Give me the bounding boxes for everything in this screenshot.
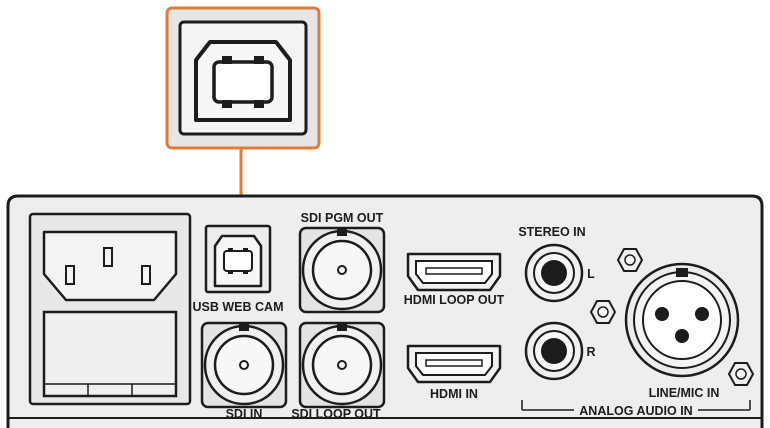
label-sdi-pgm-out: SDI PGM OUT (301, 211, 384, 225)
usb-b-tongue-enlarged (212, 60, 274, 104)
rca-jack-left (524, 243, 584, 303)
label-hdmi-in: HDMI IN (430, 387, 478, 401)
hex-screw-icon (589, 300, 617, 324)
bnc-sdi-in (200, 321, 288, 409)
iec-pin-left (65, 265, 75, 285)
screw-standoffs (589, 248, 755, 386)
label-line-mic-in: LINE/MIC IN (649, 386, 720, 400)
rca-jack-right (524, 321, 584, 381)
xlr-line-mic-in (624, 262, 740, 378)
usb-web-cam-port (204, 224, 272, 294)
label-analog-audio-in: ANALOG AUDIO IN (579, 404, 692, 418)
hex-screw-icon (616, 248, 644, 272)
iec-pin-earth (103, 247, 113, 267)
power-switch-plate (42, 310, 178, 398)
hex-screw-icon (727, 362, 755, 386)
power-inlet (28, 212, 192, 406)
bnc-sdi-loop-out (298, 321, 386, 409)
label-hdmi-loop-out: HDMI LOOP OUT (404, 293, 505, 307)
label-usb-web-cam: USB WEB CAM (193, 300, 284, 314)
analog-audio-bracket (521, 400, 751, 411)
label-stereo-r: R (586, 345, 595, 359)
bnc-sdi-pgm-out (298, 226, 386, 314)
xlr-pin-3 (675, 329, 689, 343)
hdmi-loop-out-port (406, 252, 502, 292)
usb-callout (165, 6, 321, 150)
iec-pin-right (141, 265, 151, 285)
label-stereo-l: L (587, 267, 595, 281)
label-sdi-loop-out: SDI LOOP OUT (291, 407, 381, 421)
label-sdi-in: SDI IN (226, 407, 263, 421)
label-stereo-in: STEREO IN (518, 225, 585, 239)
xlr-pin-1 (655, 307, 669, 321)
hdmi-in-port (406, 344, 502, 384)
xlr-pin-2 (695, 307, 709, 321)
